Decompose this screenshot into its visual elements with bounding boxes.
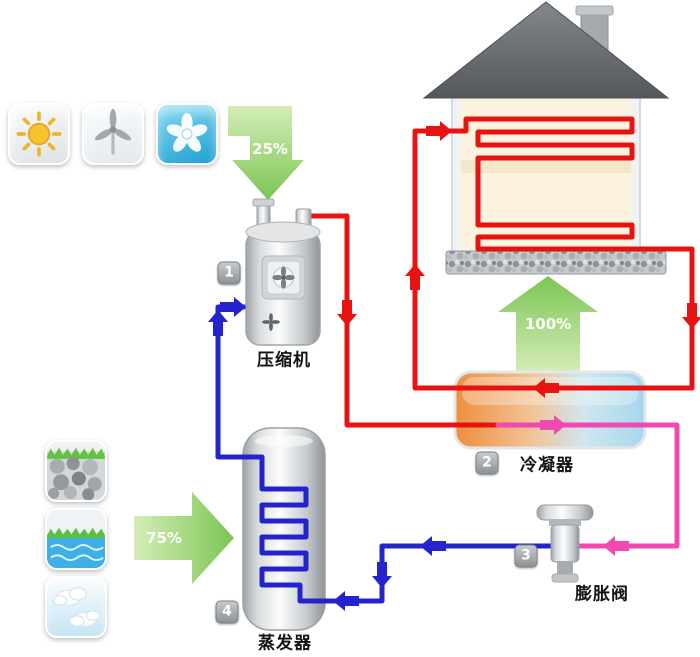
water-source-icon: [45, 508, 107, 570]
flow-arrow-suction-right: [220, 297, 246, 317]
sun-icon: [8, 103, 70, 165]
expansion-valve: [536, 504, 594, 583]
flow-arrow-cold-down: [372, 562, 392, 588]
flow-arrow-cold-enter-left: [333, 591, 359, 611]
fan-icon: [156, 103, 218, 165]
flow-arrow-return-down: [682, 303, 700, 329]
air-energy-arrow: [228, 106, 304, 200]
house-floor-divider: [461, 160, 631, 173]
condenser-step-badge: 2: [475, 451, 499, 475]
flow-arrow-cold-left: [420, 536, 446, 556]
flow-arrow-supply-right: [426, 121, 452, 141]
compressor-small-fan-icon: [262, 313, 280, 331]
air-energy-percent: 25%: [252, 140, 288, 158]
compressor: [245, 198, 321, 346]
cold-refrigerant-pipe: [215, 304, 563, 604]
wind-turbine-icon: [82, 103, 144, 165]
source-energy-arrow: [134, 492, 234, 584]
flow-arrow-hot-down: [337, 300, 357, 326]
condenser-label: 冷凝器: [520, 455, 574, 476]
expansion-valve-step-badge: 3: [514, 544, 538, 568]
flow-arrow-supply-up: [405, 264, 425, 290]
expansion-valve-label: 膨胀阀: [575, 584, 629, 605]
compressor-step-badge: 1: [217, 261, 241, 285]
evaporator-step-badge: 4: [215, 600, 239, 624]
output-energy-arrow: [498, 276, 598, 372]
source-energy-percent: 75%: [146, 529, 182, 547]
output-energy-percent: 100%: [524, 315, 572, 333]
house-roof: [422, 1, 670, 99]
compressor-fan-icon: [272, 266, 295, 289]
flow-arrow-warm-left: [603, 536, 629, 556]
house-heating-loop-pipe: [412, 116, 695, 391]
floor-slab: [445, 250, 667, 275]
flow-arrow-suction-up: [208, 310, 228, 336]
ground-source-icon: [45, 440, 107, 502]
air-clouds-icon: [45, 576, 107, 638]
compressor-label: 压缩机: [257, 350, 311, 371]
evaporator-label: 蒸发器: [258, 633, 312, 654]
